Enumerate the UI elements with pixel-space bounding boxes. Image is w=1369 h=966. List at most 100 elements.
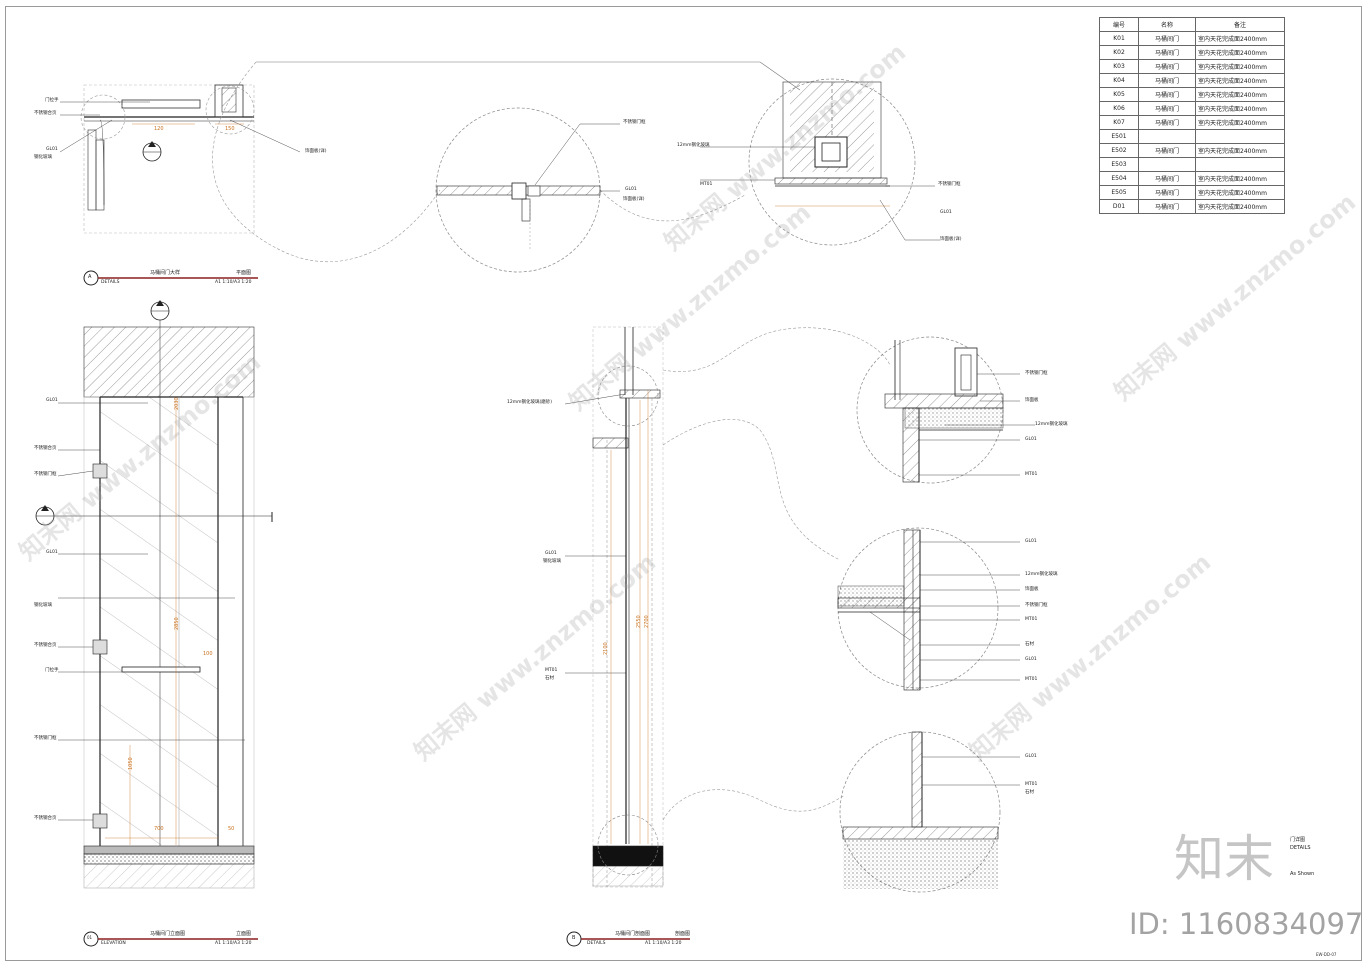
details-word: DETAILS [101, 280, 120, 285]
section-dim: 2100 [603, 642, 609, 655]
elevation-dim: 1050 [128, 757, 134, 770]
circleB-label: MT01 [1025, 677, 1038, 682]
circle2-label: GL01 [940, 210, 952, 215]
details-scale: A1 1:10/A3 1:20 [215, 280, 252, 285]
schedule-note-cell: 室内天花完成面2400mm [1195, 171, 1285, 186]
circle2-label: 饰面板(详) [940, 237, 962, 242]
schedule-name-cell: 马桶间门 [1138, 31, 1196, 46]
section-scale: A1 1:10/A3 1:20 [645, 941, 682, 946]
right-title-word: DETAILS [1290, 845, 1311, 851]
schedule-note-cell [1195, 129, 1285, 144]
section-label: 钢化玻璃 [543, 559, 561, 564]
schedule-code-cell: K07 [1099, 115, 1139, 130]
right-title-name: 门详图 [1290, 837, 1306, 843]
section-view [564, 326, 664, 888]
elevation-dim: 2030 [174, 397, 180, 410]
elevation-dim: 120 [154, 126, 164, 132]
schedule-note-cell: 室内天花完成面2400mm [1195, 185, 1285, 200]
schedule-note-cell: 室内天花完成面2400mm [1195, 59, 1285, 74]
schedule-code-cell: K03 [1099, 59, 1139, 74]
elevation-label: 不锈钢门框 [34, 736, 57, 741]
schedule-name-cell: 马桶间门 [1138, 45, 1196, 60]
schedule-name-cell: 马桶间门 [1138, 185, 1196, 200]
schedule-note-cell: 室内天花完成面2400mm [1195, 101, 1285, 116]
schedule-code-cell: K04 [1099, 73, 1139, 88]
section-name: 马桶间门剖面图 [615, 931, 651, 937]
right-title-scale: As Shown [1290, 871, 1315, 877]
circleB-label: 石材 [1025, 642, 1034, 647]
elevation-label: GL01 [46, 550, 58, 555]
circleA-label: GL01 [1025, 437, 1037, 442]
elevation-dim: 100 [203, 651, 213, 657]
elevation-label: GL01 [46, 398, 58, 403]
schedule-note-cell: 室内天花完成面2400mm [1195, 31, 1285, 46]
schedule-name-cell [1138, 129, 1196, 144]
elevation-scale: A1 1:10/A3 1:20 [215, 941, 252, 946]
schedule-name-cell: 马桶间门 [1138, 171, 1196, 186]
section-label: 12mm钢化玻璃(磨砂) [507, 400, 553, 405]
details-tag: 平面图 [236, 270, 252, 276]
schedule-header: 编号 [1099, 17, 1139, 32]
circleB-label: GL01 [1025, 539, 1037, 544]
schedule-code-cell: E504 [1099, 171, 1139, 186]
schedule-name-cell: 马桶间门 [1138, 101, 1196, 116]
plan-label: GL01 [46, 147, 58, 152]
circleC-label: MT01 [1025, 782, 1038, 787]
detail-circle-a [856, 336, 1035, 484]
drawing-frame [5, 6, 1362, 961]
schedule-header: 备注 [1195, 17, 1285, 32]
schedule-code-cell: K02 [1099, 45, 1139, 60]
circle1-label: GL01 [625, 187, 637, 192]
schedule-name-cell: 马桶间门 [1138, 115, 1196, 130]
schedule-name-cell [1138, 157, 1196, 172]
circleB-label: 饰面板 [1025, 587, 1039, 592]
section-dim: 2550 [636, 615, 642, 628]
section-dim: 2700 [644, 615, 650, 628]
sheet-code: EW-DD-07 [1316, 952, 1337, 957]
section-marker: B [572, 935, 576, 941]
schedule-name-cell: 马桶间门 [1138, 59, 1196, 74]
schedule-row: E501 [1099, 129, 1285, 144]
circle1-label: 不锈钢门框 [623, 120, 646, 125]
schedule-code-cell: E503 [1099, 157, 1139, 172]
schedule-header-row: 编号 名称 备注 [1099, 17, 1285, 32]
section-label: GL01 [545, 551, 557, 556]
elevation-name: 马桶间门立面图 [150, 931, 186, 937]
circleB-label: MT01 [1025, 617, 1038, 622]
schedule-name-cell: 马桶间门 [1138, 87, 1196, 102]
plan-label: 不锈钢合页 [34, 111, 57, 116]
elevation-dim: 150 [225, 126, 235, 132]
elevation-view [35, 300, 273, 889]
title-bars [83, 270, 690, 947]
schedule-code-cell: K06 [1099, 101, 1139, 116]
plan-label: 门拉手 [45, 98, 59, 103]
elevation-label: 不锈钢合页 [34, 643, 57, 648]
schedule-note-cell: 室内天花完成面2400mm [1195, 73, 1285, 88]
elevation-marker: 01 [87, 935, 93, 940]
schedule-code-cell: E501 [1099, 129, 1139, 144]
elevation-dim: 2850 [174, 617, 180, 630]
schedule-code-cell: K01 [1099, 31, 1139, 46]
circleA-label: 不锈钢门框 [1025, 371, 1048, 376]
elevation-label: 门拉手 [45, 668, 59, 673]
circleC-label: 石材 [1025, 790, 1034, 795]
elevation-word: ELEVATION [101, 941, 126, 946]
schedule-note-cell: 室内天花完成面2400mm [1195, 199, 1285, 214]
schedule-note-cell: 室内天花完成面2400mm [1195, 115, 1285, 130]
elevation-label: 钢化玻璃 [34, 603, 52, 608]
section-word: DETAILS [587, 941, 606, 946]
watermark-logo: 知末 [1174, 830, 1274, 888]
schedule-note-cell [1195, 157, 1285, 172]
elevation-dim: 700 [154, 826, 164, 832]
schedule-code-cell: E502 [1099, 143, 1139, 158]
